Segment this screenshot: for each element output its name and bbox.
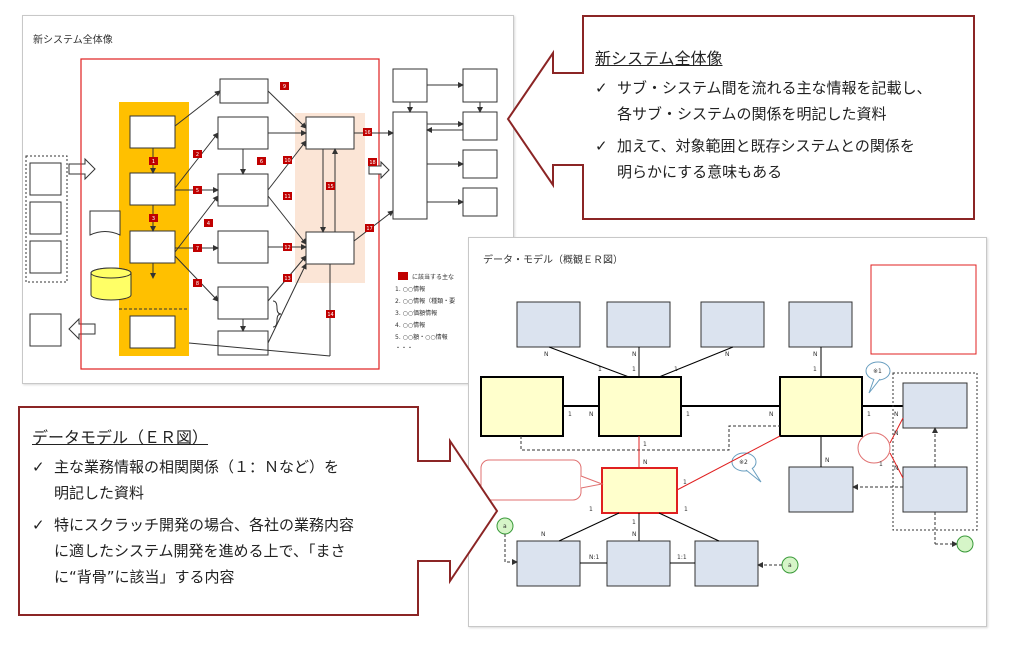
callout-er-content: データモデル（ＥＲ図） ✓ 主な業務情報の相関関係（１：Ｎなど）を 明記した資料…	[32, 424, 412, 590]
er-diagram: ※1 ※2 a a N 1 N 1	[480, 264, 978, 587]
callout-er-bullet-1: ✓ 主な業務情報の相関関係（１：Ｎなど）を 明記した資料	[32, 454, 412, 506]
svg-text:1: 1	[598, 366, 602, 373]
svg-text:3. ○○価額情報: 3. ○○価額情報	[395, 309, 437, 317]
check-icon: ✓	[595, 137, 608, 155]
svg-text:15: 15	[327, 184, 333, 190]
svg-text:N: N	[769, 411, 774, 418]
callout-er-bullet-2: ✓ 特にスクラッチ開発の場合、各社の業務内容 に適したシステム開発を進める上で、…	[32, 512, 412, 590]
svg-text:N: N	[589, 411, 594, 418]
svg-text:N: N	[725, 351, 730, 358]
svg-text:1: 1	[643, 441, 647, 448]
svg-text:1: 1	[686, 411, 690, 418]
svg-text:※2: ※2	[739, 459, 748, 466]
svg-text:1: 1	[632, 519, 636, 526]
check-icon: ✓	[32, 516, 45, 534]
er-model-panel: データ・モデル（概観ＥＲ図）	[468, 237, 987, 627]
svg-text:N: N	[643, 459, 648, 466]
svg-text:N: N	[894, 430, 899, 437]
check-icon: ✓	[595, 79, 608, 97]
check-icon: ✓	[32, 458, 45, 476]
svg-text:N: N	[544, 351, 549, 358]
er-model-title: データ・モデル（概観ＥＲ図）	[483, 255, 623, 266]
svg-text:1: 1	[589, 506, 593, 513]
svg-text:1: 1	[684, 506, 688, 513]
svg-text:14: 14	[327, 312, 333, 318]
svg-text:※1: ※1	[873, 368, 882, 375]
callout-system-heading: 新システム全体像	[595, 49, 723, 68]
callout-system-overview: 新システム全体像 ✓ サブ・システム間を流れる主な情報を記載し、 各サブ・システ…	[505, 15, 975, 220]
svg-text:18: 18	[369, 160, 375, 166]
svg-text:6: 6	[260, 159, 263, 165]
svg-text:5. ○○額・○○情報: 5. ○○額・○○情報	[395, 333, 448, 341]
svg-text:1: 1	[867, 411, 871, 418]
callout-system-bullet-1: ✓ サブ・システム間を流れる主な情報を記載し、 各サブ・システムの関係を明記した…	[595, 75, 965, 127]
system-overview-diagram: 9 1 6 2 5 3 4 7 8 10 11 12 13 14 15 16 1…	[25, 58, 498, 370]
svg-text:1: 1	[152, 159, 155, 165]
svg-text:1: 1	[568, 411, 572, 418]
svg-text:8: 8	[196, 281, 199, 287]
cardinality-labels: N 1 N 1 N 1 N 1 1 N 1 N 1 N N 1 N 1 N 1 …	[541, 351, 899, 561]
svg-text:a: a	[788, 562, 792, 569]
svg-text:4. ○○情報: 4. ○○情報	[395, 321, 425, 329]
svg-text:N: N	[632, 531, 637, 538]
svg-text:に該当する主な: に該当する主な	[412, 273, 454, 281]
callout-er-heading: データモデル（ＥＲ図）	[32, 428, 209, 447]
svg-text:1: 1	[632, 366, 636, 373]
svg-text:N: N	[632, 351, 637, 358]
svg-text:11: 11	[284, 194, 290, 200]
svg-text:1: 1	[674, 366, 678, 373]
svg-text:13: 13	[284, 276, 290, 282]
svg-text:N: N	[825, 457, 830, 464]
svg-text:5: 5	[196, 188, 199, 194]
svg-text:1:1: 1:1	[677, 554, 687, 561]
svg-text:1: 1	[813, 366, 817, 373]
svg-text:17: 17	[366, 226, 372, 232]
svg-text:N: N	[894, 411, 899, 418]
callout-system-content: 新システム全体像 ✓ サブ・システム間を流れる主な情報を記載し、 各サブ・システ…	[595, 45, 965, 185]
svg-text:2. ○○情報（種類・要: 2. ○○情報（種類・要	[395, 297, 455, 305]
svg-text:4: 4	[207, 221, 210, 227]
badge-group: 9 1 6 2 5 3 4 7 8 10 11 12 13 14 15 16 1…	[149, 82, 377, 318]
callout-system-shape	[506, 15, 975, 220]
svg-text:3: 3	[152, 216, 155, 222]
svg-text:1: 1	[683, 479, 687, 486]
svg-text:・・・: ・・・	[395, 345, 413, 352]
svg-text:7: 7	[196, 246, 199, 252]
svg-text:N: N	[894, 465, 899, 472]
svg-text:N: N	[541, 531, 546, 538]
svg-text:12: 12	[284, 245, 290, 251]
svg-text:a: a	[503, 523, 507, 530]
svg-text:N:1: N:1	[589, 554, 600, 561]
system-overview-title: 新システム全体像	[33, 35, 113, 46]
legend: に該当する主な 1. ○○情報 2. ○○情報（種類・要 3. ○○価額情報 4…	[395, 272, 455, 352]
svg-text:N: N	[813, 351, 818, 358]
callout-system-bullet-2: ✓ 加えて、対象範囲と既存システムとの関係を 明らかにする意味もある	[595, 133, 965, 185]
svg-text:2: 2	[196, 152, 199, 158]
callout-er-shape	[18, 406, 499, 616]
system-overview-panel: 新システム全体像	[22, 15, 514, 384]
svg-text:9: 9	[283, 84, 286, 90]
svg-text:1: 1	[879, 461, 883, 468]
svg-text:1. ○○情報: 1. ○○情報	[395, 285, 425, 293]
callout-er-model: データモデル（ＥＲ図） ✓ 主な業務情報の相関関係（１：Ｎなど）を 明記した資料…	[18, 406, 500, 616]
svg-text:16: 16	[364, 130, 370, 136]
svg-text:10: 10	[284, 158, 290, 164]
